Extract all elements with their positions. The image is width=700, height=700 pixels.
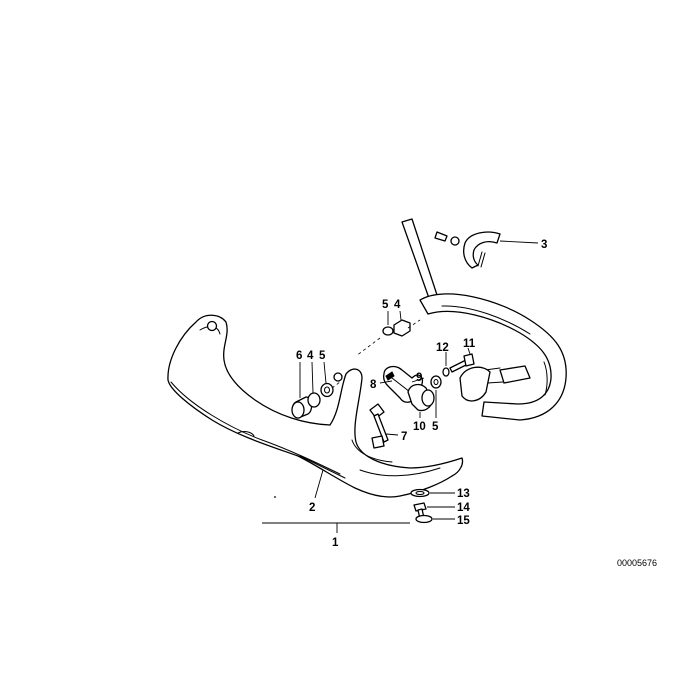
callout-5-upper: 5	[382, 299, 389, 311]
parts-11-12-bolt-washer	[442, 347, 491, 402]
callout-10: 10	[413, 421, 426, 433]
parts-5-4-nut-washer	[355, 310, 421, 357]
callout-12: 12	[436, 342, 449, 354]
callout-6: 6	[296, 350, 302, 362]
callout-4-upper: 4	[394, 299, 401, 311]
part-2-belly-pan	[167, 314, 464, 498]
callout-14: 14	[457, 502, 470, 514]
crash-bar-frame	[401, 218, 567, 421]
parts-10-5-sleeve-washer	[407, 375, 442, 418]
part-3-clamp-bracket	[434, 231, 539, 269]
callout-13: 13	[457, 488, 470, 500]
callout-7: 7	[401, 431, 407, 443]
callout-15: 15	[457, 515, 470, 527]
assembly-leaders	[262, 469, 410, 533]
callout-4-left: 4	[307, 350, 314, 362]
parts-13-14-15-bottom-fasteners	[410, 488, 455, 524]
callout-11: 11	[463, 338, 476, 350]
callout-5-right: 5	[432, 421, 439, 433]
callout-5-left: 5	[319, 350, 326, 362]
callout-9: 9	[416, 372, 422, 384]
callout-3: 3	[541, 239, 547, 251]
callout-1: 1	[332, 537, 339, 549]
callout-2: 2	[309, 502, 315, 514]
diagram-reference-code: 00005676	[617, 558, 657, 568]
callout-8: 8	[370, 379, 377, 391]
parts-6-4-5-buffer-set	[291, 361, 341, 419]
